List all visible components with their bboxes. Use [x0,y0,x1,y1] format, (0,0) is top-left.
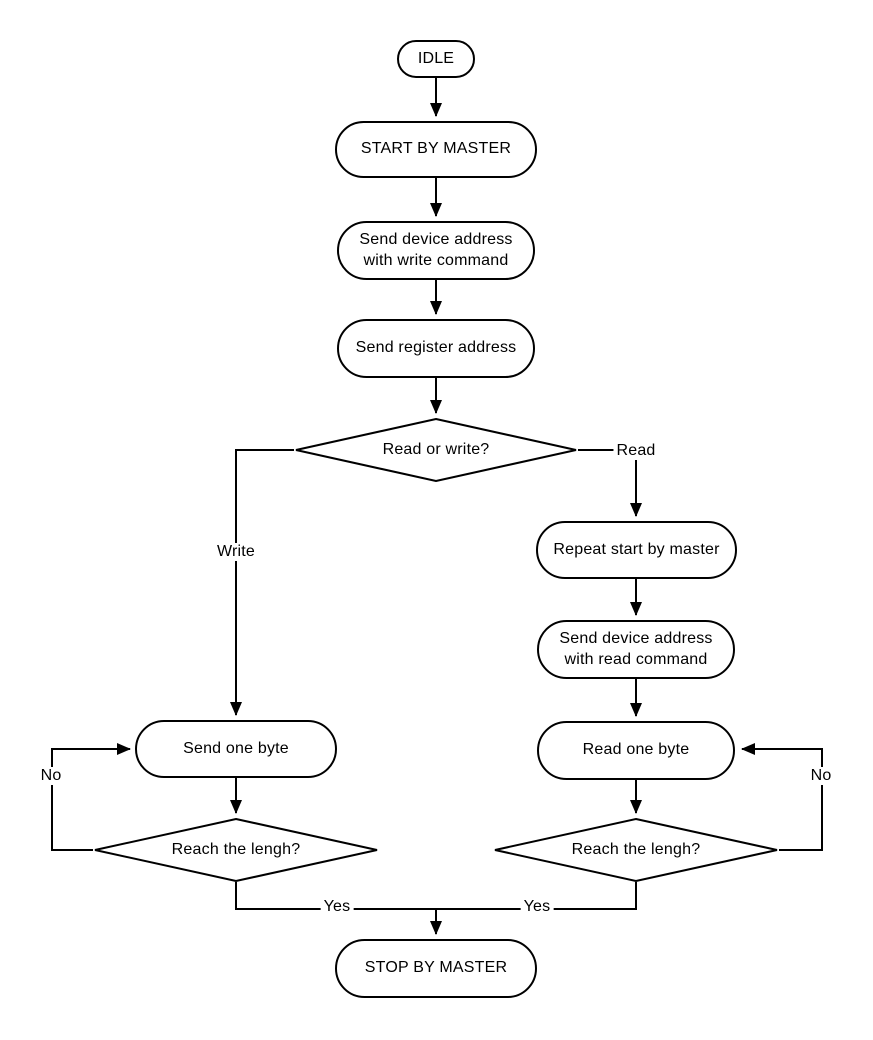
node-repeat-start-by-master: Repeat start by master [536,521,737,579]
node-send-one-byte-label: Send one byte [183,739,289,757]
node-read-one-byte: Read one byte [537,721,735,780]
node-read-or-write-decision: Read or write? [294,418,578,482]
edge-write-branch [230,449,294,716]
diamond-shape [94,818,378,882]
node-send-device-address-read: Send device address with read command [537,620,735,679]
edge-no-loop-left [51,743,131,851]
node-idle: IDLE [397,40,475,78]
edge-label-no-read: No [807,767,835,785]
node-repeat-start-by-master-label: Repeat start by master [553,540,720,558]
node-send-device-address-write-label: Send device address with write command [359,231,513,269]
node-reach-length-write-decision: Reach the lengh? [93,818,379,882]
node-send-device-address-read-label: Send device address with read command [559,630,713,668]
edge-yes-right [435,882,637,910]
node-start-by-master: START BY MASTER [335,121,537,178]
node-stop-by-master: STOP BY MASTER [335,939,537,998]
edge-label-no-write: No [37,767,65,785]
edge-label-yes-read: Yes [520,898,554,916]
edge-no-loop-right [741,743,823,851]
edge-yes-left [235,882,437,910]
node-send-device-address-write: Send device address with write command [337,221,535,280]
edge-label-write: Write [213,543,259,561]
node-send-one-byte: Send one byte [135,720,337,778]
node-reach-length-read-label: Reach the lengh? [571,840,701,858]
node-reach-length-write-label: Reach the lengh? [171,840,301,858]
node-idle-label: IDLE [417,49,455,67]
node-read-one-byte-label: Read one byte [582,741,690,759]
edge-label-yes-write: Yes [320,898,354,916]
node-send-register-address-label: Send register address [355,339,517,357]
diamond-shape [494,818,778,882]
node-read-or-write-label: Read or write? [382,440,490,458]
node-send-register-address: Send register address [337,319,535,378]
diamond-shape [295,418,577,482]
node-reach-length-read-decision: Reach the lengh? [493,818,779,882]
edge-label-read: Read [613,442,659,460]
node-stop-by-master-label: STOP BY MASTER [364,959,508,977]
node-start-by-master-label: START BY MASTER [360,140,512,158]
